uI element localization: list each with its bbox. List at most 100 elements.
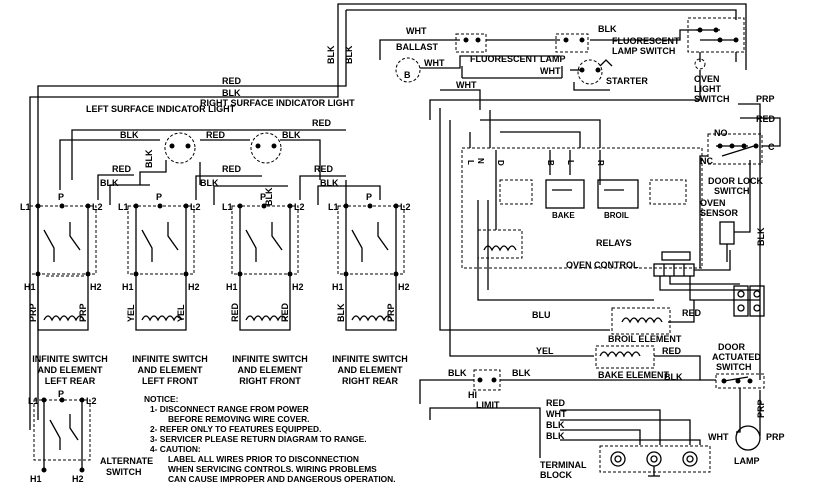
oven-light-label: LIGHT (694, 84, 721, 94)
wire-label: RED (222, 164, 242, 174)
wire-label: WHT (546, 409, 567, 419)
fluorescent-switch-label: LAMP SWITCH (612, 46, 675, 56)
infinite-switch-right-rear (337, 180, 405, 331)
switch-caption: AND ELEMENT (338, 365, 404, 375)
wire-label: BLK (546, 431, 565, 441)
wire-label: RED (662, 346, 682, 356)
wire-label: WHT (456, 80, 477, 90)
terminal-label: L1 (20, 202, 31, 212)
wire-label: BLK (664, 372, 683, 382)
switch-caption: RIGHT FRONT (239, 376, 301, 386)
switch-caption: LEFT REAR (45, 376, 96, 386)
wire-label: WHT (406, 26, 427, 36)
terminal-label: H1 (24, 282, 36, 292)
notice-title: NOTICE: (144, 394, 178, 404)
oven-light-terminal (694, 58, 706, 70)
door-lock-switch (699, 117, 781, 268)
switch-caption: LEFT FRONT (142, 376, 198, 386)
terminal-label: H2 (398, 282, 410, 292)
wire-label: BLK (320, 178, 339, 188)
wire-label: YEL (176, 304, 186, 322)
relay-pin: B (546, 160, 555, 166)
notice-line: 1- DISCONNECT RANGE FROM POWER (150, 404, 309, 414)
wire-label: RED (546, 398, 566, 408)
infinite-switch-left-front (127, 203, 195, 331)
lamp-label: LAMP (734, 456, 760, 466)
right-indicator-light (250, 132, 282, 164)
relay-pin: D (496, 160, 505, 166)
wire-label: RED (206, 130, 226, 140)
door-switch-label: DOOR (718, 342, 746, 352)
starter-label: STARTER (606, 76, 648, 86)
wire-label: RED (280, 302, 290, 322)
relay-pin: L (466, 160, 475, 165)
fluorescent-lamp-label: FLUORESCENT LAMP (470, 54, 566, 64)
terminal-label: L2 (190, 202, 201, 212)
wire-label: BLK (222, 88, 241, 98)
wire-label: BLK (598, 24, 617, 34)
switch-caption: RIGHT REAR (342, 376, 399, 386)
terminal-label: L2 (92, 202, 103, 212)
broil-relay-label: BROIL (604, 211, 629, 220)
terminal-label: NO (714, 128, 728, 138)
starter-icon (577, 59, 603, 85)
broil-element-label: BROIL ELEMENT (608, 334, 682, 344)
oven-light-switch (687, 17, 761, 380)
lamp-pin-block (455, 33, 487, 53)
oven-control-board (461, 110, 703, 301)
hi-limit-label: LIMIT (476, 400, 500, 410)
switch-caption: AND ELEMENT (38, 365, 104, 375)
terminal-label: H2 (292, 282, 304, 292)
relay-pin: N (476, 158, 485, 164)
wire-label: YEL (536, 346, 554, 356)
door-switch-label: SWITCH (716, 362, 752, 372)
wire-label: PRP (28, 303, 38, 322)
wire-label: PRP (386, 303, 396, 322)
hi-limit-label: HI (468, 390, 477, 400)
wire-label: BLK (264, 187, 274, 206)
wire-label: BLK (144, 149, 154, 168)
oven-light-label: SWITCH (694, 94, 730, 104)
infinite-switch-right-front (231, 203, 299, 331)
terminal-label: P (58, 389, 64, 399)
oven-sensor (719, 160, 751, 262)
wire-label: WHT (540, 66, 561, 76)
door-switch-label: ACTUATED (712, 352, 761, 362)
notice-line: LABEL ALL WIRES PRIOR TO DISCONNECTION (168, 454, 359, 464)
switch-caption: INFINITE SWITCH (232, 354, 308, 364)
switch-caption: INFINITE SWITCH (332, 354, 408, 364)
terminal-label: H2 (72, 474, 84, 484)
relay-pin: L (566, 160, 575, 165)
terminal-label: C (768, 142, 775, 152)
wire-label: BLK (336, 303, 346, 322)
wire-label: BLU (532, 310, 551, 320)
indicator-wiring (59, 129, 346, 190)
wire-label: WHT (424, 58, 445, 68)
terminal-label: H1 (226, 282, 238, 292)
oven-sensor-label: SENSOR (700, 208, 739, 218)
terminal-label: P (156, 192, 162, 202)
terminal-label: H2 (188, 282, 200, 292)
terminal-label: P (366, 192, 372, 202)
connector-block (749, 285, 765, 317)
door-actuated-switch (715, 373, 765, 451)
switch-caption: AND ELEMENT (138, 365, 204, 375)
terminal-label: L2 (86, 396, 97, 406)
wire-label: BLK (326, 45, 336, 64)
switch-caption: AND ELEMENT (238, 365, 304, 375)
wire-label: BLK (448, 368, 467, 378)
terminal-block-label: TERMINAL (540, 460, 587, 470)
terminal-label: L1 (222, 202, 233, 212)
fluorescent-circuit (379, 29, 701, 120)
lamp-switch-block (555, 33, 589, 53)
terminal-label: H1 (332, 282, 344, 292)
switch-caption: INFINITE SWITCH (32, 354, 108, 364)
switch-links (97, 174, 381, 205)
wire-label: BLK (200, 178, 219, 188)
door-lock-label: SWITCH (714, 186, 750, 196)
terminal-label: NC (700, 156, 713, 166)
relay-pin: R (596, 160, 605, 166)
oven-control-label: OVEN CONTROL (566, 260, 639, 270)
wire-label: BLK (756, 227, 766, 246)
